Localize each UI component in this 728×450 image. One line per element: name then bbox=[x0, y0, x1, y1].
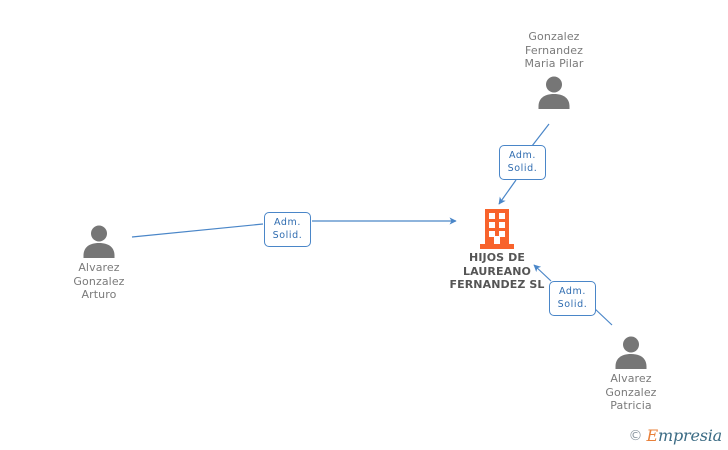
brand-initial: E bbox=[646, 426, 659, 445]
person-icon bbox=[615, 336, 647, 369]
empresia-watermark: © Empresia bbox=[628, 426, 723, 445]
node-hijos-de-laureano-fernandez-sl[interactable]: HIJOS DE LAUREANO FERNANDEZ SL bbox=[422, 209, 572, 292]
edge-label-maria-pilar[interactable]: Adm. Solid. bbox=[499, 145, 546, 180]
edge-label-arturo[interactable]: Adm. Solid. bbox=[264, 212, 311, 247]
person-icon bbox=[83, 225, 115, 258]
person-label: Alvarez Gonzalez Arturo bbox=[73, 261, 125, 301]
brand-name: Empresia bbox=[646, 426, 723, 445]
node-gonzalez-fernandez-maria-pilar[interactable]: Gonzalez Fernandez Maria Pilar bbox=[489, 30, 619, 109]
company-label: HIJOS DE LAUREANO FERNANDEZ SL bbox=[449, 251, 545, 291]
node-alvarez-gonzalez-patricia[interactable]: Alvarez Gonzalez Patricia bbox=[566, 335, 696, 413]
person-icon bbox=[538, 76, 570, 109]
person-label: Alvarez Gonzalez Patricia bbox=[605, 372, 657, 412]
copyright-icon: © bbox=[628, 428, 643, 444]
building-icon bbox=[480, 209, 514, 249]
edge-label-patricia[interactable]: Adm. Solid. bbox=[549, 281, 596, 316]
node-alvarez-gonzalez-arturo[interactable]: Alvarez Gonzalez Arturo bbox=[34, 224, 164, 302]
person-label: Gonzalez Fernandez Maria Pilar bbox=[524, 30, 584, 70]
brand-rest: mpresia bbox=[658, 426, 722, 445]
